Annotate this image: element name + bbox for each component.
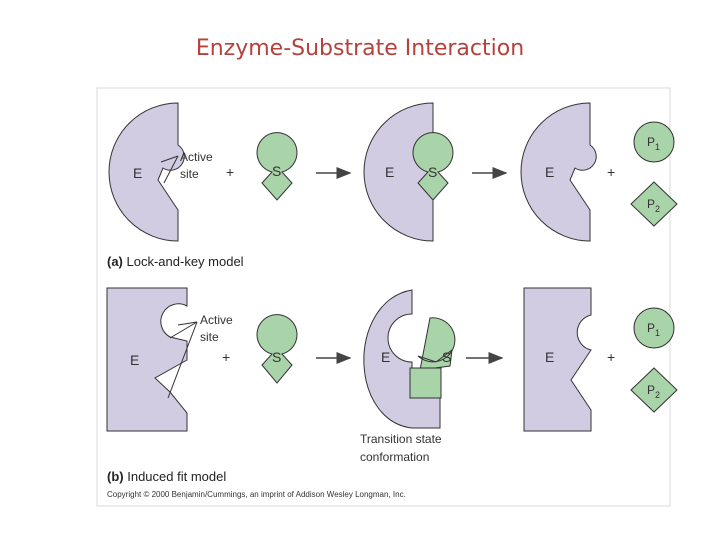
transition-state-label-line1: Transition state (360, 432, 442, 446)
plus-sign-a2: + (607, 164, 615, 180)
copyright-notice: Copyright © 2000 Benjamin/Cummings, an i… (107, 490, 406, 499)
enzyme-label-b2: E (381, 349, 390, 365)
plus-sign-b1: + (222, 349, 230, 365)
bound-substrate-b (417, 317, 456, 371)
product-1-shape-a (633, 121, 675, 163)
product-2-label-b: P2 (647, 383, 660, 400)
slide-title: Enzyme-Substrate Interaction (195, 36, 525, 61)
bound-substrate-a (412, 132, 454, 201)
substrate-shape-a (256, 132, 298, 201)
active-site-label-a-line2: site (180, 167, 199, 181)
substrate-label-a2: S (428, 164, 437, 180)
figure-frame (96, 87, 671, 507)
product-1-label-b: P1 (647, 321, 660, 338)
enzyme-label-b3: E (545, 349, 554, 365)
active-site-label-a-line1: Active (180, 150, 213, 164)
active-site-pointer-b1 (177, 321, 198, 326)
active-site-pointer-a (160, 155, 179, 163)
enzyme-label-b1: E (130, 352, 139, 368)
plus-sign-b2: + (607, 349, 615, 365)
product-2-shape-a (630, 181, 678, 227)
product-2-shape-b (630, 367, 678, 413)
product-2-label-a: P2 (647, 197, 660, 214)
active-site-label-b-line1: Active (200, 313, 233, 327)
row-lock-and-key: E Active site + S E S E + P1 P2 (a) Lock… (107, 102, 678, 269)
enzyme-label-a1: E (133, 165, 142, 181)
plus-sign-a1: + (226, 164, 234, 180)
substrate-shape-b (256, 314, 298, 384)
bound-substrate-b-base (409, 367, 442, 399)
substrate-label-b2: S (442, 349, 451, 365)
enzyme-shape-b3 (523, 287, 592, 432)
active-site-pointer-b2 (169, 321, 198, 339)
active-site-pointer-b3 (167, 321, 198, 399)
active-site-label-b-line2: site (200, 330, 219, 344)
caption-a: (a) Lock-and-key model (107, 254, 244, 269)
enzyme-shape-a3 (520, 102, 597, 242)
substrate-label-b: S (272, 349, 281, 365)
product-1-shape-b (633, 307, 675, 349)
row-induced-fit: E Active site + S E S Transition state c… (106, 287, 678, 484)
caption-b: (b) Induced fit model (107, 469, 226, 484)
enzyme-shape-a2 (363, 102, 434, 242)
product-1-label-a: P1 (647, 135, 660, 152)
active-site-pointer-a2 (163, 155, 179, 184)
substrate-label-a: S (272, 163, 281, 179)
enzyme-label-a2: E (385, 164, 394, 180)
transition-state-label-line2: conformation (360, 450, 429, 464)
enzyme-shape-b1 (106, 287, 188, 432)
enzyme-shape-a1 (108, 102, 185, 242)
enzyme-label-a3: E (545, 164, 554, 180)
